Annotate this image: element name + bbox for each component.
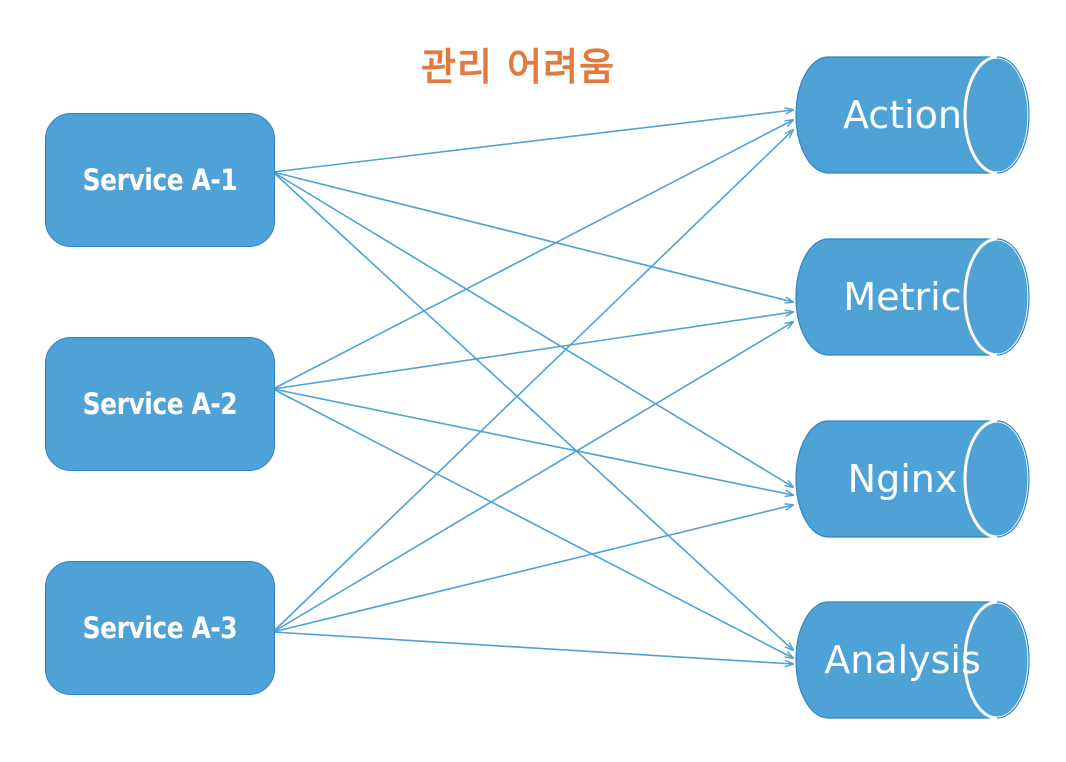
edge-s1-t3	[272, 171, 793, 487]
edge-s2-t1	[272, 120, 793, 390]
target-node-label: Analysis	[824, 638, 981, 682]
edge-s3-t3	[272, 505, 793, 633]
edge-s1-t4	[272, 171, 793, 650]
service-node-a2: Service A-2	[45, 337, 275, 471]
target-node-analysis: Analysis	[795, 600, 1031, 720]
target-node-metric: Metric	[795, 237, 1031, 357]
edge-s1-t2	[272, 171, 793, 302]
edge-s3-t4	[272, 631, 793, 664]
service-node-a1: Service A-1	[45, 113, 275, 247]
edge-s2-t2	[272, 312, 793, 390]
service-node-label: Service A-1	[82, 163, 238, 197]
edge-s3-t1	[272, 130, 793, 633]
target-node-action: Action	[795, 55, 1031, 175]
service-node-label: Service A-3	[82, 611, 238, 645]
edge-s2-t4	[272, 388, 793, 658]
cylinder-cap-outline	[996, 601, 1030, 719]
service-node-a3: Service A-3	[45, 561, 275, 695]
target-node-label: Action	[843, 93, 962, 137]
cylinder-cap-outline	[996, 56, 1030, 174]
target-node-label: Metric	[843, 275, 961, 319]
cylinder-cap-outline	[996, 238, 1030, 356]
edge-s3-t2	[272, 322, 793, 633]
cylinder-cap-outline	[996, 420, 1030, 538]
edge-s1-t1	[272, 110, 793, 173]
target-node-nginx: Nginx	[795, 419, 1031, 539]
diagram-title-text: 관리 어려움	[421, 45, 616, 89]
edge-s2-t3	[272, 388, 793, 495]
edges-layer	[272, 110, 793, 664]
service-node-label: Service A-2	[82, 387, 238, 421]
target-node-label: Nginx	[848, 457, 958, 501]
